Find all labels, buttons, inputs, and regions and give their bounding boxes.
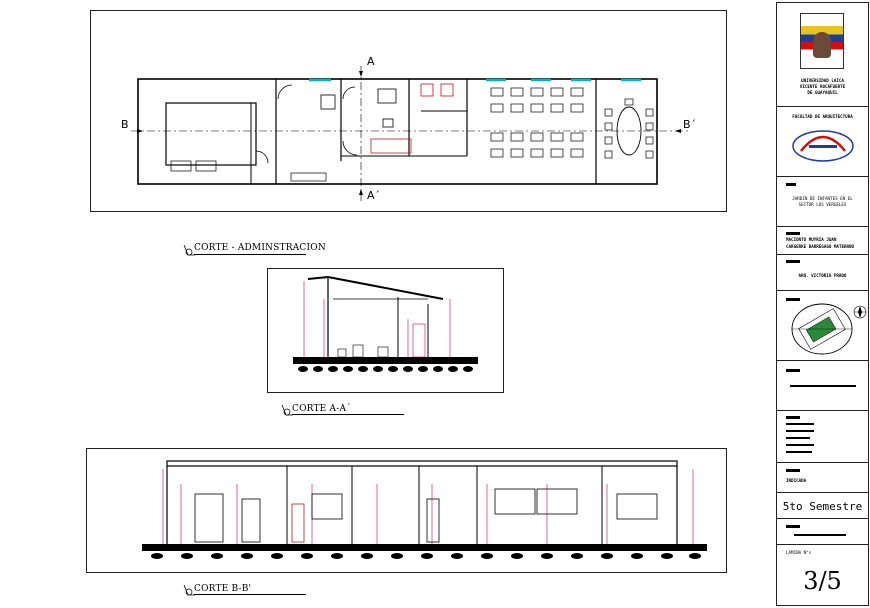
section-bb-panel	[86, 448, 727, 573]
caption-bb: CORTE B-B'	[194, 584, 252, 594]
sheet-number: 3/5	[803, 567, 842, 595]
caption-underline-aa	[292, 414, 404, 415]
project-line-2: SECTOR LOS VERGELES	[798, 202, 847, 207]
sheet-label: LÁMINA N°s	[786, 550, 812, 555]
date-value-mark	[794, 534, 846, 536]
content-text-mark	[790, 385, 856, 387]
notes-line-6	[786, 451, 812, 453]
title-block-professor: ARQ. VICTORIA PRADO	[776, 254, 869, 290]
faculty-name: FACULTAD DE ARQUITECTURA	[792, 114, 853, 119]
title-block-university: UNIVERSIDAD LAICA VICENTE ROCAFUERTE DE …	[776, 2, 869, 106]
section-aa-panel	[267, 268, 504, 393]
title-block-faculty: FACULTAD DE ARQUITECTURA	[776, 106, 869, 176]
title-block	[776, 2, 869, 606]
title-block-project: JARDIN DE INFANTES EN EL SECTOR LOS VERG…	[776, 176, 869, 226]
section-label-a-bottom: A´	[367, 189, 381, 202]
floor-plan-drawing	[131, 66, 691, 201]
floor-plan-panel: A A´ B B´	[90, 10, 727, 212]
title-block-semester: 5to Semestre	[776, 492, 869, 518]
title-block-content	[776, 360, 869, 410]
students-header-mark	[786, 232, 800, 235]
project-header-mark	[786, 183, 796, 186]
section-label-a-top: A	[367, 55, 375, 68]
plan-left-wing	[165, 102, 257, 166]
caption-symbol-bb	[183, 584, 195, 596]
notes-line-1	[786, 416, 800, 419]
scale-value: INDICADA	[786, 478, 807, 483]
location-header-mark	[786, 298, 800, 301]
caption-symbol-admin	[183, 244, 195, 256]
title-block-date	[776, 518, 869, 544]
section-aa-drawing	[293, 275, 478, 372]
university-line-3: DE GUAYAQUIL	[807, 90, 838, 95]
notes-line-3	[786, 430, 814, 432]
title-block-sheet: LÁMINA N°s 3/5	[776, 544, 869, 606]
title-block-students: MACIONTO MUYRIA JUAN CARGERKE BARREGAGO …	[776, 226, 869, 254]
title-block-location	[776, 290, 869, 360]
north-arrow-icon	[853, 305, 867, 319]
notes-line-4	[786, 437, 810, 439]
section-bb-drawing	[142, 460, 707, 559]
date-header-mark	[786, 525, 800, 528]
university-logo-portrait	[813, 32, 831, 58]
university-line-2: VICENTE ROCAFUERTE	[799, 84, 846, 89]
semester-text: 5to Semestre	[782, 500, 863, 513]
section-aa-ground	[293, 357, 478, 364]
student-1: MACIONTO MUYRIA JUAN	[786, 237, 837, 242]
title-block-scale: INDICADA	[776, 462, 869, 492]
section-bb-roof	[166, 460, 678, 467]
caption-aa: CORTE A-A´	[292, 404, 351, 414]
title-block-notes	[776, 410, 869, 462]
professor-header-mark	[786, 260, 800, 263]
notes-line-5	[786, 444, 814, 446]
project-line-1: JARDIN DE INFANTES EN EL	[792, 196, 853, 201]
caption-symbol-aa	[281, 404, 293, 416]
caption-admin: CORTE - ADMINSTRACION	[194, 243, 326, 253]
faculty-logo	[792, 130, 854, 162]
professor-name: ARQ. VICTORIA PRADO	[798, 273, 847, 278]
section-label-b-left: B	[121, 118, 129, 131]
scale-header-mark	[786, 469, 800, 472]
caption-underline-admin	[194, 254, 306, 255]
section-label-b-right: B´	[683, 118, 697, 131]
location-map	[791, 303, 853, 355]
section-bb-ground	[142, 544, 707, 551]
student-2: CARGERKE BARREGAGO MATERRNO	[786, 244, 855, 249]
university-line-1: UNIVERSIDAD LAICA	[801, 78, 844, 83]
content-header-mark	[786, 369, 800, 372]
caption-underline-bb	[194, 594, 306, 595]
notes-line-2	[786, 423, 814, 425]
university-logo	[800, 13, 844, 69]
